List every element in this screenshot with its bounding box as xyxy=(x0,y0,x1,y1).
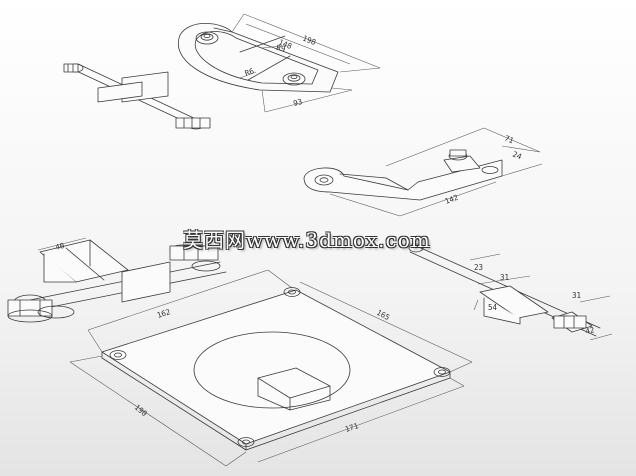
bolt-head-icon xyxy=(175,117,211,130)
bolt-head-icon xyxy=(237,437,255,447)
dim-plate-right: 165 xyxy=(375,308,391,322)
curved-bracket-part xyxy=(178,13,381,113)
bolt-head-icon xyxy=(7,294,75,323)
dim-part4-a: 23 xyxy=(474,263,483,272)
dim-plate-top: 162 xyxy=(156,307,172,320)
bolt-head-icon xyxy=(63,63,84,73)
dim-part4-b2: 31 xyxy=(572,291,581,300)
dim-part2-height: 24 xyxy=(511,150,523,162)
bolt-head-icon xyxy=(408,243,424,253)
dim-part1-overall: 198 xyxy=(301,34,317,48)
bolt-head-icon xyxy=(481,166,499,174)
hinge-cylinder-part xyxy=(7,237,227,323)
pin-fitting-part xyxy=(408,243,613,341)
dim-part4-d: 42 xyxy=(585,325,596,336)
bolt-head-icon xyxy=(282,72,306,86)
dim-part3-top: 40 xyxy=(54,241,65,252)
dim-part4-c: 54 xyxy=(488,303,498,312)
dim-plate-left: 190 xyxy=(133,403,150,419)
watermark: 莫西网www.3dmox.com xyxy=(183,228,431,252)
plate-hole-cutout xyxy=(193,331,351,411)
dim-part1-radius: R9 xyxy=(276,43,286,53)
dim-plate-bottom: 171 xyxy=(344,421,360,434)
bolt-head-icon xyxy=(553,315,587,329)
dim-part1-bottom: 93 xyxy=(292,97,303,108)
dim-part1-slot: R6 xyxy=(244,66,256,78)
bolt-head-icon xyxy=(109,350,127,360)
latch-arm-part xyxy=(303,127,543,217)
bolt-head-icon xyxy=(283,287,301,297)
bolt-head-icon xyxy=(169,244,221,272)
dim-part4-b: 31 xyxy=(500,273,509,282)
base-plate-part xyxy=(69,269,473,467)
dim-part2-bottom: 142 xyxy=(444,193,460,206)
dim-part2-length: 71 xyxy=(503,134,515,146)
hinge-pin-side-view xyxy=(63,63,211,130)
bolt-head-icon xyxy=(195,31,219,45)
bolt-head-icon xyxy=(448,149,468,161)
